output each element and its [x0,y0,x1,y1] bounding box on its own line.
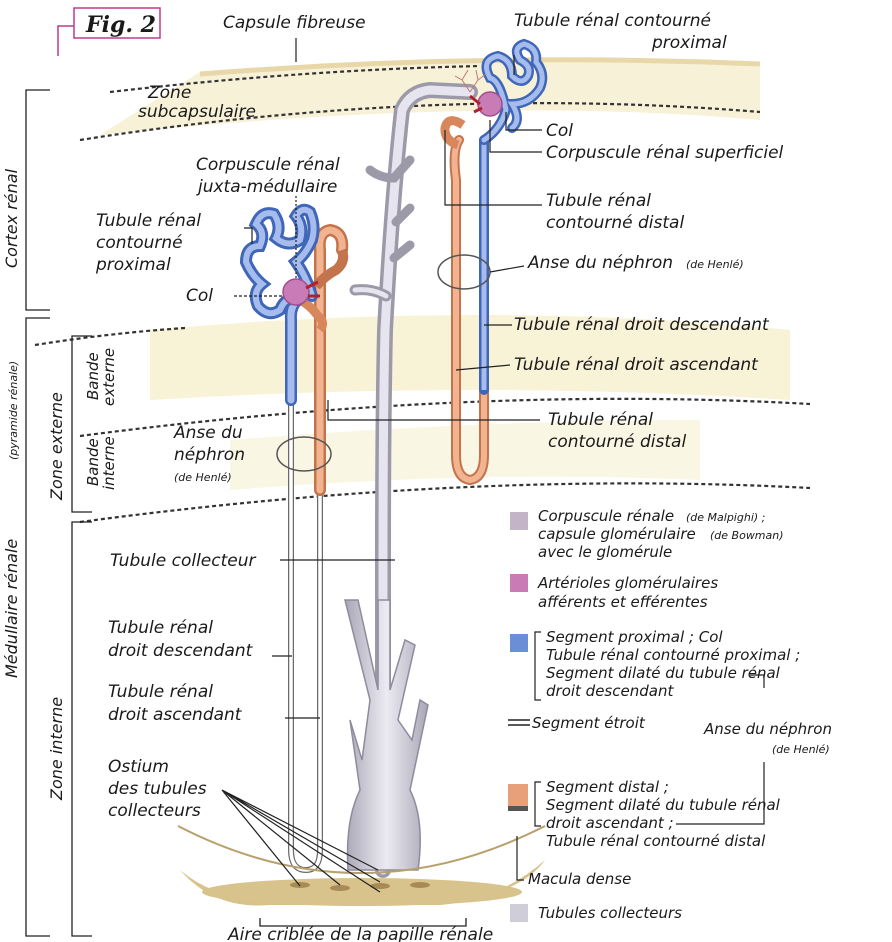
legend-anse-sub: (de Henlé) [772,743,830,756]
side-zone-externe: Zone externe [47,392,66,501]
label-capsule: Capsule fibreuse [223,13,366,33]
label-trdd-right: Tubule rénal droit descendant [514,315,770,335]
legend-distal-4: Tubule rénal contourné distal [546,832,766,850]
legend-swatch-proximal [510,634,528,652]
side-medullaire: Médullaire rénale [2,539,21,678]
legend-proximal-4: droit descendant [546,682,674,700]
label-tcp-top-2: proximal [651,33,727,53]
label-aire: Aire criblée de la papille rénale [227,925,493,942]
label-trdd-left-1: Tubule rénal [108,618,213,638]
label-tcd-mid-2: contourné distal [548,432,686,452]
legend-distal-3: droit ascendant ; [546,814,674,832]
legend-swatch-corpuscule [510,512,528,530]
label-tcd-top-1: Tubule rénal [546,191,651,211]
label-zone-sub-2: subcapsulaire [138,102,256,122]
label-anse-right: Anse du néphron [527,253,673,273]
label-tcp-top-1: Tubule rénal contourné [514,11,711,31]
side-bande-externe-2: externe [100,348,118,406]
label-tcp-left-2: contourné [96,233,183,253]
legend-etroit: Segment étroit [532,714,646,732]
legend-distal-2: Segment dilaté du tubule rénal [546,796,781,814]
legend-proximal-1: Segment proximal ; Col [546,628,723,646]
legend: Corpuscule rénale (de Malpighi) ; capsul… [508,507,832,922]
figure-label: Fig. 2 [58,8,160,56]
juxtamedullary-nephron [246,210,343,870]
label-anse-left-3: (de Henlé) [174,471,232,484]
label-anse-left-1: Anse du [173,423,243,443]
legend-swatch-etroit [508,720,530,725]
label-col-top: Col [546,121,573,141]
label-col-left: Col [186,286,213,306]
label-corp-juxta-1: Corpuscule rénal [196,155,340,175]
legend-corpuscule-3: avec le glomérule [538,543,672,561]
label-collecteur: Tubule collecteur [110,551,256,571]
side-bande-interne-2: interne [100,436,118,490]
label-ostium-1: Ostium [108,757,169,777]
label-trda-right: Tubule rénal droit ascendant [514,355,759,375]
label-tcd-top-2: contourné distal [546,213,684,233]
side-cortex: Cortex rénal [2,168,21,268]
label-corp-juxta-2: juxta-médullaire [196,177,337,197]
legend-arterioles-2: afférents et efférentes [538,593,708,611]
legend-distal-1: Segment distal ; [546,778,669,796]
legend-swatch-macula [508,806,528,811]
right-corpuscle [478,92,502,116]
legend-corpuscule-2b: (de Bowman) [710,529,784,542]
legend-corpuscule-2: capsule glomérulaire [538,525,696,543]
legend-macula: Macula dense [528,870,631,888]
label-tcd-mid-1: Tubule rénal [548,410,653,430]
legend-swatch-collecteurs [510,904,528,922]
legend-collecteurs: Tubules collecteurs [538,904,682,922]
side-brackets [26,90,92,936]
label-tcp-left-1: Tubule rénal [96,211,201,231]
left-corpuscle [283,279,309,305]
legend-corpuscule-1: Corpuscule rénale [538,507,674,525]
label-zone-sub-1: Zone [147,83,191,103]
legend-swatch-arterioles [510,574,528,592]
svg-text:Fig. 2: Fig. 2 [85,12,156,38]
label-anse-left-2: néphron [174,445,245,465]
papilla-tree [345,600,428,870]
legend-arterioles-1: Artérioles glomérulaires [537,574,718,592]
side-zone-interne: Zone interne [47,697,66,801]
label-corp-superficiel: Corpuscule rénal superficiel [546,143,784,163]
label-trdd-left-2: droit descendant [108,641,254,661]
label-trda-left-2: droit ascendant [108,705,243,725]
legend-anse: Anse du néphron [703,720,832,738]
legend-swatch-distal [508,784,528,806]
legend-proximal-3: Segment dilaté du tubule rénal [546,664,781,682]
label-ostium-2: des tubules [108,779,207,799]
label-tcp-left-3: proximal [95,255,171,275]
legend-proximal-2: Tubule rénal contourné proximal ; [546,646,800,664]
legend-corpuscule-1b: (de Malpighi) ; [686,511,765,524]
label-trda-left-1: Tubule rénal [108,682,213,702]
label-anse-right-sub: (de Henlé) [686,258,744,271]
side-medullaire-sub: (pyramide rénale) [7,361,20,460]
label-ostium-3: collecteurs [108,801,201,821]
